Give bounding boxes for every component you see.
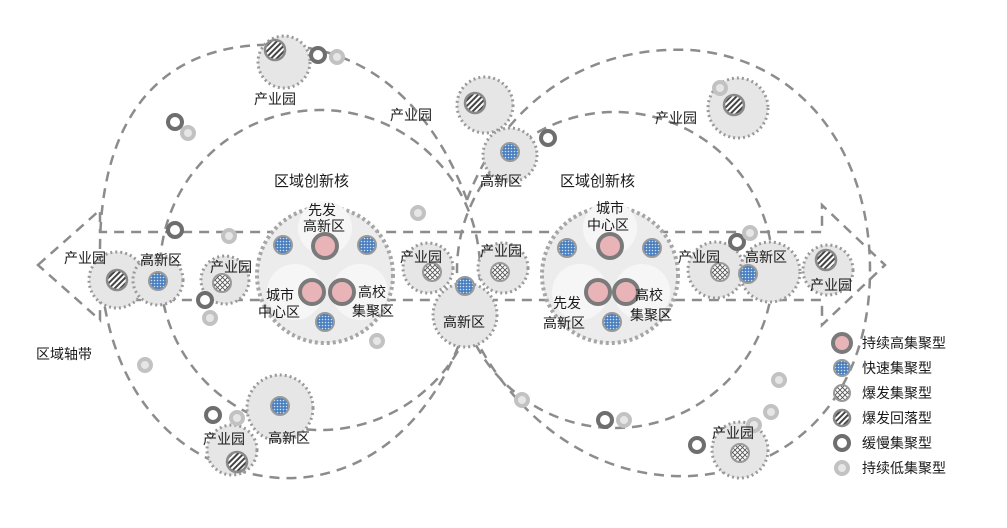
burst-icon [833, 384, 851, 402]
label-university-left: 高校 [358, 284, 386, 301]
label-industrial-park: 产业园 [712, 426, 754, 442]
label-city-center-left: 中心区 [258, 305, 300, 321]
label-city-center-right: 城市 [596, 200, 624, 217]
diagram-labels: 产业园 产业园 产业园 高新区 区域创新核 区域创新核 先发 高新区 城市 中心… [36, 92, 852, 448]
legend-item: 快速集聚型 [833, 359, 932, 377]
legend: 持续高集聚型 快速集聚型 爆发集聚型 爆发回落型 缓慢集聚型 持续低集聚型 [831, 332, 946, 477]
label-regional-core: 区域创新核 [560, 172, 635, 190]
label-industrial-park: 产业园 [203, 432, 245, 448]
burst-fall-marker [105, 38, 838, 474]
label-high-tech-zone: 高新区 [745, 249, 787, 266]
label-industrial-park: 产业园 [400, 250, 442, 266]
label-university-right: 集聚区 [630, 307, 672, 324]
label-university-right: 高校 [635, 287, 663, 304]
legend-label: 快速集聚型 [862, 360, 932, 377]
legend-label: 持续高集聚型 [862, 335, 946, 352]
legend-item: 爆发集聚型 [833, 384, 932, 402]
label-university-left: 集聚区 [352, 303, 394, 320]
sustained-low-icon [834, 460, 850, 476]
burst-fall-icon [832, 408, 852, 428]
legend-item: 持续低集聚型 [834, 460, 946, 477]
label-city-center-left: 城市 [266, 287, 294, 304]
slow-marker [166, 46, 746, 454]
legend-label: 持续低集聚型 [862, 460, 946, 477]
legend-label: 缓慢集聚型 [862, 435, 932, 452]
legend-item: 持续高集聚型 [831, 332, 946, 354]
sustained-low-marker [137, 49, 787, 433]
markers [105, 38, 838, 474]
label-industrial-park: 产业园 [810, 278, 852, 294]
regional-axis-arrow [36, 202, 887, 328]
label-high-tech-zone: 高新区 [443, 314, 485, 331]
slow-icon [833, 434, 851, 452]
label-industrial-park: 产业园 [678, 250, 720, 266]
burst-marker [212, 262, 750, 463]
label-industrial-park: 产业园 [480, 244, 522, 260]
label-regional-axis: 区域轴带 [36, 347, 92, 363]
sustained-high-icon [831, 332, 853, 354]
label-pilot-left: 高新区 [303, 218, 345, 235]
label-industrial-park: 产业园 [64, 251, 106, 267]
label-pilot-right: 高新区 [543, 315, 585, 332]
label-industrial-park: 产业园 [254, 92, 296, 108]
legend-item: 缓慢集聚型 [833, 434, 932, 452]
sustained-high-marker [298, 232, 640, 306]
label-high-tech-zone: 高新区 [480, 173, 522, 190]
label-pilot-right: 先发 [553, 296, 581, 312]
legend-label: 爆发回落型 [862, 411, 932, 427]
label-industrial-park: 产业园 [390, 108, 432, 124]
label-high-tech-zone: 高新区 [268, 430, 310, 447]
label-industrial-park: 产业园 [655, 111, 697, 127]
label-regional-core: 区域创新核 [274, 172, 349, 190]
legend-item: 爆发回落型 [832, 408, 932, 428]
outer-loop-right [465, 48, 872, 478]
legend-label: 爆发集聚型 [862, 385, 932, 402]
label-high-tech-zone: 高新区 [140, 252, 182, 269]
label-industrial-park: 产业园 [210, 260, 252, 276]
label-city-center-right: 中心区 [587, 218, 629, 234]
rapid-marker [148, 142, 758, 416]
rapid-icon [833, 359, 851, 377]
label-pilot-left: 先发 [308, 203, 336, 219]
